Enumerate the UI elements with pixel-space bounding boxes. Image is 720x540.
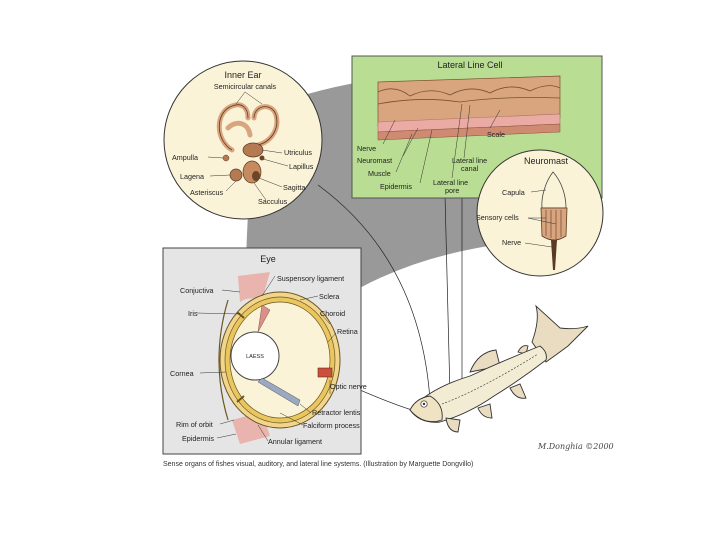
cornea-shape [218,299,229,421]
label-sacculus: Sacculus [258,197,288,206]
utriculus-shape [242,142,264,158]
label-lateral-line-pore-1: Lateral line [433,178,468,187]
label-muscle: Muscle [368,169,391,178]
label-semicircular-canals: Semicircular canals [214,82,277,91]
label-neuromast-ll: Neuromast [357,156,392,165]
label-lateral-line-canal-2: canal [461,164,479,173]
lateral-line-leaders [382,103,501,184]
fish-pectoral-fin [445,417,461,433]
label-retractor-lentis: Retractor lentis [312,408,361,417]
fish-lateral-line [441,353,539,405]
label-sagitta: Sagitta [283,183,305,192]
sensory-cells-shape [540,207,568,241]
sensory-cell-stripes [545,210,562,239]
label-epidermis-ll: Epidermis [380,182,412,191]
eye-title: Eye [260,254,276,264]
lens-label: LAESS [246,354,264,360]
label-scale: Scale [487,130,505,139]
neuromast-nerve-shape [551,240,557,270]
lateral-line-canal [377,97,561,105]
fish-body [409,345,547,423]
lapillus-shape [259,155,265,161]
label-ampulla: Ampulla [172,153,198,162]
neuromast-circle [476,149,604,277]
label-annular-ligament: Annular ligament [268,437,322,446]
neuromast-title: Neuromast [524,156,569,166]
label-cornea: Cornea [170,369,194,378]
figure-caption: Sense organs of fishes visual, auditory,… [163,461,474,468]
label-epidermis-eye: Epidermis [182,434,214,443]
label-falciform-process: Falciform process [303,421,360,430]
artist-signature: M.Donghia ©2000 [537,442,614,451]
fish-anal-fin [509,383,527,399]
suspensory-ligament-shape [257,304,271,333]
label-nerve-nm: Nerve [502,238,521,247]
fish-illustration [409,304,589,433]
fish-head [409,395,443,423]
canals-outline [219,104,278,151]
label-lagena: Lagena [180,172,204,181]
label-nerve-ll: Nerve [357,144,376,153]
sagitta-shape [252,171,260,181]
label-asteriscus: Asteriscus [190,188,224,197]
eye-leaders [196,275,337,442]
inner-ear-leaders [207,91,289,201]
retina-layer [229,301,331,419]
fish-pupil [422,402,426,406]
inner-ear-circle [163,60,323,220]
neuromast-leaders [524,189,557,248]
iris-shape [236,311,245,403]
label-iris: Iris [188,309,198,318]
label-sensory-cells: Sensory cells [476,213,519,222]
inner-ear-title: Inner Ear [224,70,261,80]
retractor-lentis-shape [257,377,301,407]
lens-shape [230,331,280,381]
label-optic-nerve: Optic nerve [330,382,367,391]
label-rim-of-orbit: Rim of orbit [176,420,213,429]
label-conjuctiva: Conjuctiva [180,286,214,295]
inner-ear-panel: Inner Ear Semicircular canals [163,60,323,220]
label-lateral-line-pore-2: pore [445,186,459,195]
lateral-line-title: Lateral Line Cell [437,60,502,70]
label-utriculus: Utriculus [284,148,312,157]
label-capula: Capula [502,188,525,197]
label-choroid: Choroid [320,309,345,318]
muscle-layer [377,123,561,141]
label-retina: Retina [337,327,358,336]
scale-ridges [377,85,561,97]
label-sclera: Sclera [319,292,339,301]
label-suspensory-ligament: Suspensory ligament [277,274,344,283]
fish-pelvic-fin [477,403,493,419]
lagena-shape [229,168,243,182]
optic-nerve-shape [317,367,333,378]
fish-tail [531,304,589,363]
neuromast-panel: Neuromast Capula Sensory cells Nerve [476,149,604,277]
eye-panel: Eye LAESS [162,247,367,455]
label-lapillus: Lapillus [289,162,314,171]
ampulla-shape [222,154,230,162]
label-lateral-line-canal-1: Lateral line [452,156,487,165]
